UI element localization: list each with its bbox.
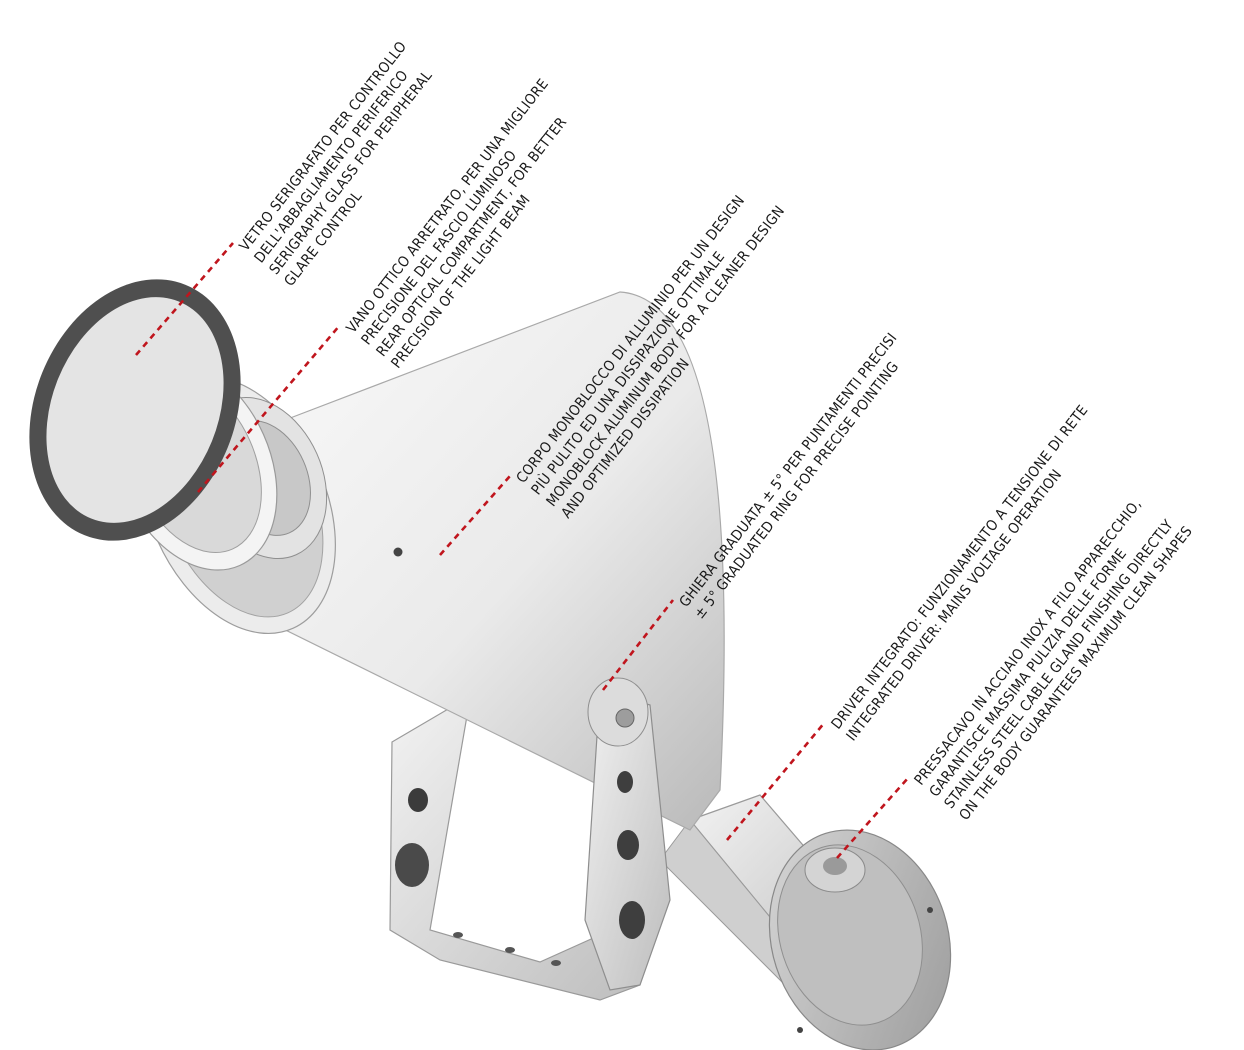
luminaire-exploded-view — [0, 0, 1244, 1050]
